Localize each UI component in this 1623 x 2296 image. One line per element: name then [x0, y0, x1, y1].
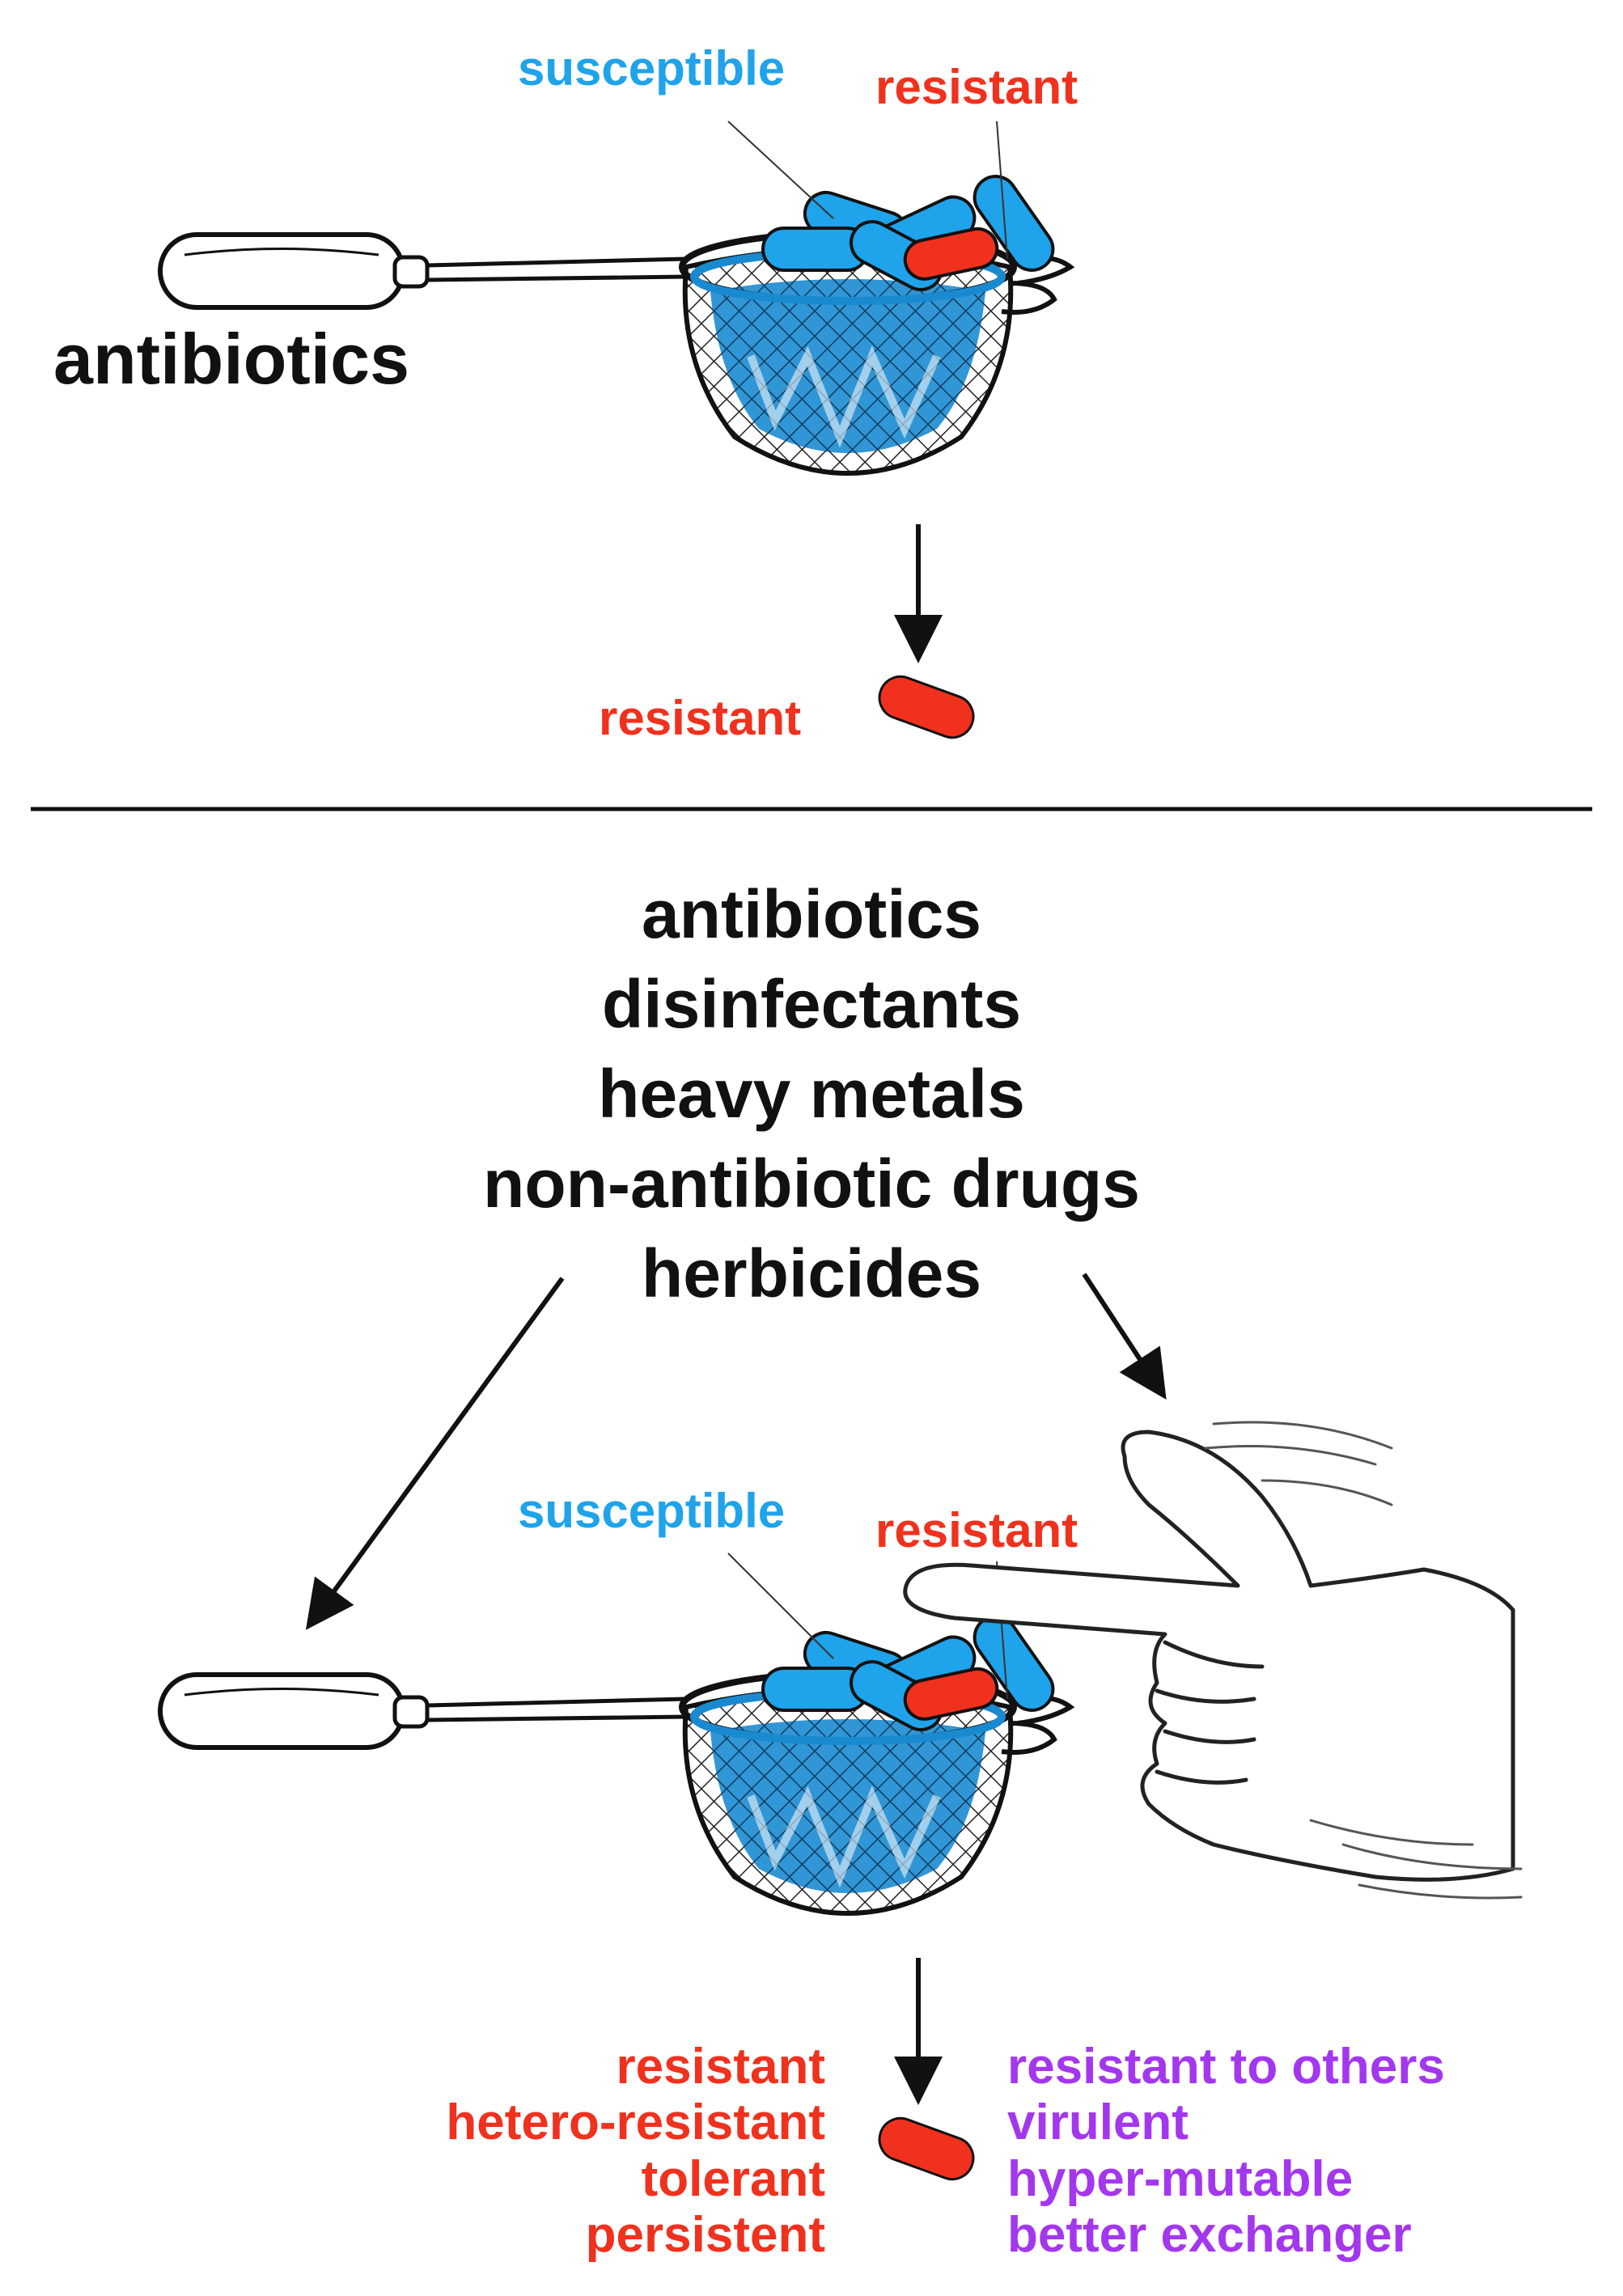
side-effect-item: virulent: [1007, 2095, 1189, 2151]
top-agent-label: antibiotics: [53, 319, 410, 399]
agent-item: disinfectants: [601, 965, 1022, 1042]
right-diagonal-arrow: [1082, 1273, 1167, 1400]
agent-item: herbicides: [641, 1235, 982, 1311]
agent-item: heavy metals: [598, 1055, 1025, 1132]
left-diagonal-arrow: [305, 1277, 565, 1630]
top-susceptible-label: susceptible: [518, 41, 786, 95]
side-effect-item: resistant to others: [1007, 2039, 1445, 2095]
outcome-item: hetero-resistant: [446, 2095, 825, 2151]
susceptible-leader-line: [727, 121, 834, 219]
outcome-item: tolerant: [641, 2150, 825, 2207]
top-resistant-label: resistant: [875, 60, 1078, 114]
bacterium-icon: [878, 2116, 975, 2181]
bottom-susceptible-label: susceptible: [518, 1484, 786, 1538]
agent-item: antibiotics: [641, 876, 982, 952]
outcome-item: resistant: [616, 2039, 825, 2095]
side-effect-item: better exchanger: [1007, 2207, 1412, 2264]
bottom-resistant-label: resistant: [875, 1503, 1078, 1557]
top-outcome-label: resistant: [599, 691, 802, 745]
outcome-item: persistent: [585, 2207, 825, 2264]
bacterium-icon: [878, 675, 975, 739]
bottom-outcomes-purple: resistant to others virulent hyper-mutab…: [1007, 2039, 1606, 2264]
bottom-sieve: [160, 1608, 1070, 1913]
susceptible-leader-line-2: [727, 1553, 834, 1659]
bottom-outcomes-red: resistant hetero-resistant tolerant pers…: [340, 2039, 825, 2264]
side-effect-item: hyper-mutable: [1007, 2150, 1354, 2207]
resistant-leader-line: [996, 121, 1008, 260]
agent-item: non-antibiotic drugs: [483, 1145, 1140, 1222]
hand-icon: [903, 1421, 1523, 1900]
bottom-agents-list: antibiotics disinfectants heavy metals n…: [0, 870, 1623, 1318]
